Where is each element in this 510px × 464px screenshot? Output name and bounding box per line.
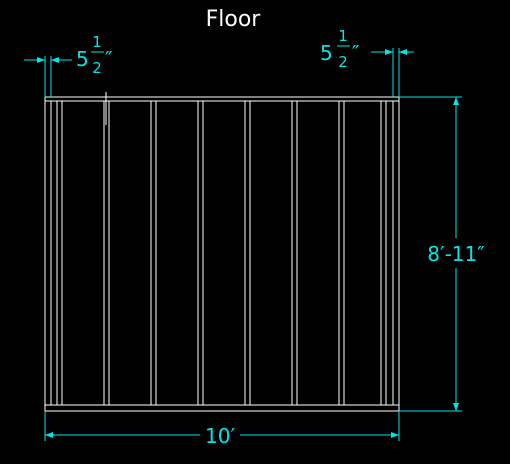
stud: [380, 101, 387, 405]
stud: [338, 101, 345, 405]
stud: [291, 101, 298, 405]
left-offset-denominator: 2: [92, 59, 102, 77]
dimension-width: 10′: [44, 411, 400, 448]
drawing-title: Floor: [206, 7, 262, 32]
right-offset-numerator: 1: [338, 27, 348, 45]
crosshair-cursor-icon: [80, 92, 130, 125]
dimension-left-offset: 5 1 2 ″: [24, 33, 112, 97]
left-offset-numerator: 1: [92, 33, 102, 51]
stud: [150, 101, 157, 405]
stud: [103, 101, 110, 405]
stud: [56, 101, 63, 405]
dimension-height: 8′-11″: [399, 96, 485, 412]
width-label: 10′: [205, 424, 235, 448]
studs: [56, 101, 387, 405]
stud: [197, 101, 204, 405]
right-offset-denominator: 2: [338, 53, 348, 71]
wall-frame: [44, 96, 400, 412]
left-offset-unit: ″: [105, 47, 112, 71]
dimension-right-offset: 5 1 2 ″: [320, 27, 414, 97]
right-offset-whole: 5: [320, 41, 333, 65]
right-offset-unit: ″: [352, 41, 359, 65]
height-label: 8′-11″: [427, 242, 484, 266]
stud: [244, 101, 251, 405]
left-offset-whole: 5: [76, 47, 89, 71]
